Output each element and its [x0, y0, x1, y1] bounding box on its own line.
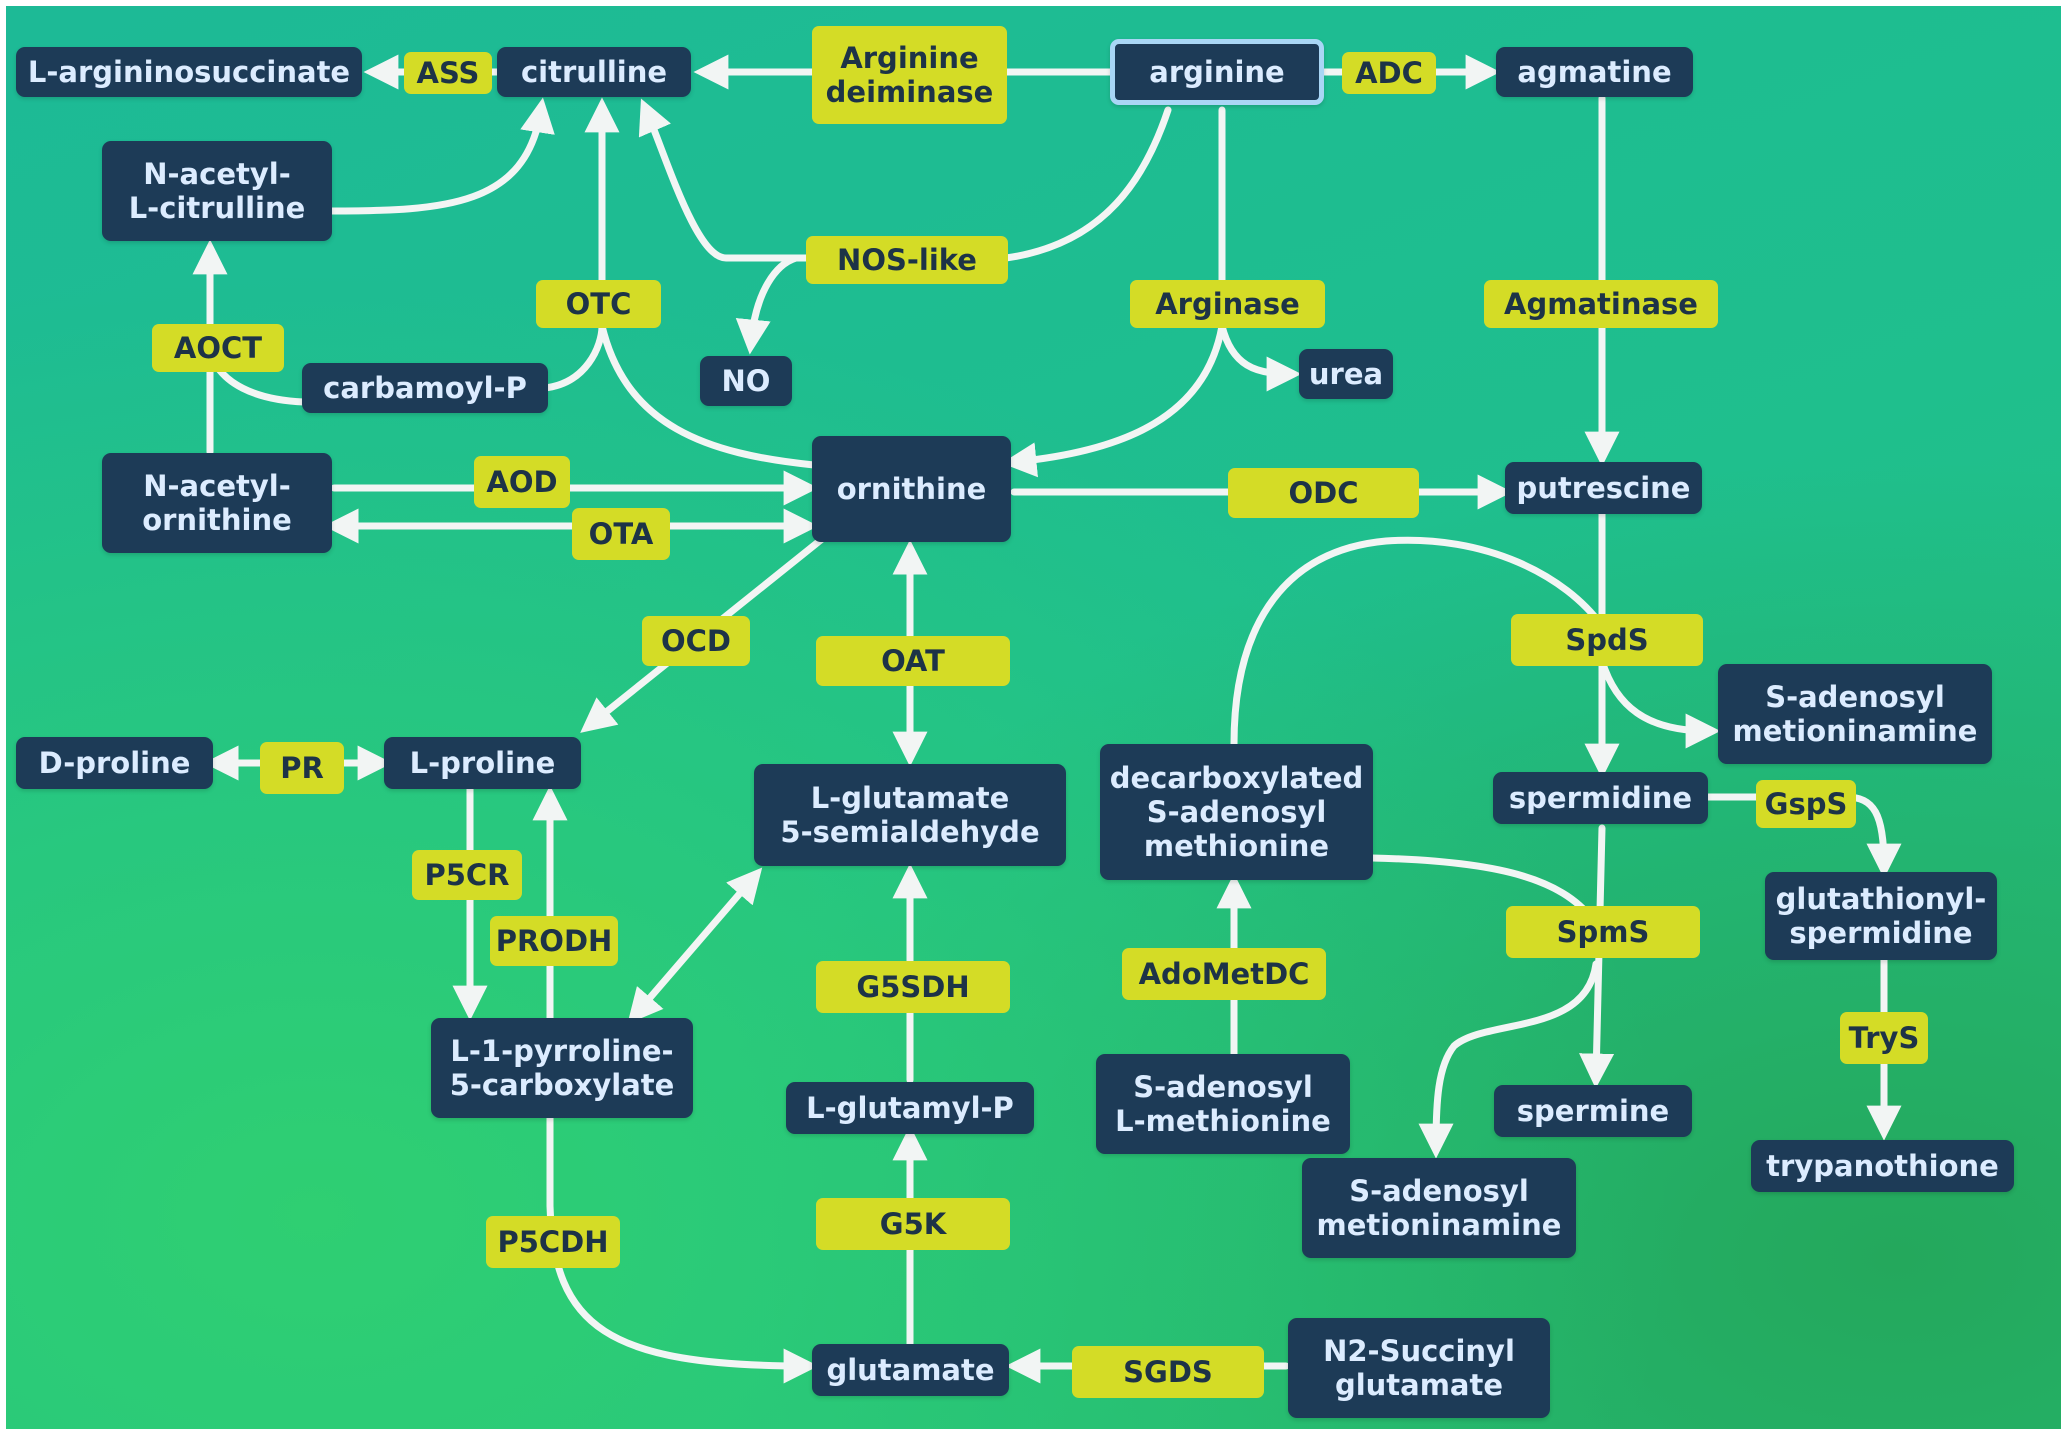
node-agmatine: agmatine: [1496, 47, 1693, 97]
node-glutathionyl-spermidine: glutathionyl- spermidine: [1765, 872, 1997, 960]
node-l-glutamate-semialdehyde: L-glutamate 5-semialdehyde: [754, 764, 1066, 866]
pathway-diagram: L-argininosuccinate citrulline arginine …: [6, 6, 2061, 1429]
node-s-adenosyl-metioninamine-upper: S-adenosyl metioninamine: [1718, 664, 1992, 764]
node-decarboxylated-s-adenosyl-methionine: decarboxylated S-adenosyl methionine: [1100, 744, 1373, 880]
node-ornithine: ornithine: [812, 436, 1011, 542]
enzyme-adc: ADC: [1342, 52, 1436, 94]
arrow-spms-to-metioninamine: [1418, 960, 1600, 1159]
node-d-proline: D-proline: [16, 737, 213, 789]
enzyme-arginine-deiminase: Arginine deiminase: [812, 26, 1007, 124]
arrow-ornithine-otc: [598, 322, 818, 469]
enzyme-spms: SpmS: [1506, 906, 1700, 958]
enzyme-gsps: GspS: [1756, 780, 1856, 828]
node-citrulline: citrulline: [497, 47, 691, 97]
enzyme-g5k: G5K: [816, 1198, 1010, 1250]
node-n-acetyl-l-citrulline: N-acetyl- L-citrulline: [102, 141, 332, 241]
node-l-glutamyl-p: L-glutamyl-P: [786, 1082, 1034, 1134]
enzyme-ass: ASS: [404, 52, 492, 94]
node-putrescine: putrescine: [1505, 462, 1702, 514]
enzyme-trys: TryS: [1840, 1012, 1928, 1064]
arrow-nos-like-to-citrulline: [638, 98, 810, 262]
enzyme-otc: OTC: [536, 280, 661, 328]
node-no: NO: [700, 356, 792, 406]
enzyme-sgds: SGDS: [1072, 1346, 1264, 1398]
node-spermidine: spermidine: [1493, 772, 1708, 824]
node-arginine: arginine: [1110, 39, 1324, 105]
enzyme-adometdc: AdoMetDC: [1122, 948, 1326, 1000]
node-trypanothione: trypanothione: [1751, 1140, 2014, 1192]
arrow-carbamoyl-p-otc: [540, 322, 606, 392]
node-carbamoyl-p: carbamoyl-P: [302, 363, 548, 413]
enzyme-g5sdh: G5SDH: [816, 961, 1010, 1013]
node-l-proline: L-proline: [384, 737, 581, 789]
node-s-adenosyl-l-methionine: S-adenosyl L-methionine: [1096, 1054, 1350, 1154]
enzyme-p5cdh: P5CDH: [486, 1216, 620, 1268]
arrow-p5c-semialdehyde: [627, 867, 763, 1024]
node-n-acetyl-ornithine: N-acetyl- ornithine: [102, 453, 332, 553]
enzyme-ota: OTA: [572, 508, 670, 560]
arrow-arginase-to-urea: [1218, 322, 1302, 392]
arrow-nos-like-to-no: [735, 254, 810, 355]
arrow-n-acetyl-citrulline-to-citrulline: [326, 97, 555, 215]
enzyme-aoct: AOCT: [152, 324, 284, 372]
enzyme-oat: OAT: [816, 636, 1010, 686]
enzyme-pr: PR: [260, 742, 344, 794]
enzyme-spds: SpdS: [1511, 614, 1703, 666]
enzyme-aod: AOD: [474, 456, 570, 508]
enzyme-p5cr: P5CR: [412, 850, 522, 900]
node-urea: urea: [1299, 349, 1393, 399]
node-spermine: spermine: [1494, 1085, 1692, 1137]
arrow-arginase-to-ornithine: [1001, 322, 1226, 478]
arrow-dcsam-spds: [1230, 536, 1606, 748]
enzyme-prodh: PRODH: [490, 916, 618, 966]
arrow-spds-to-metioninamine: [1598, 657, 1721, 749]
node-glutamate: glutamate: [812, 1344, 1009, 1396]
enzyme-nos-like: NOS-like: [806, 236, 1008, 284]
node-l-1-pyrroline-5-carboxylate: L-1-pyrroline- 5-carboxylate: [431, 1018, 693, 1118]
enzyme-odc: ODC: [1228, 468, 1419, 518]
node-s-adenosyl-metioninamine-lower: S-adenosyl metioninamine: [1302, 1158, 1576, 1258]
enzyme-agmatinase: Agmatinase: [1484, 280, 1718, 328]
node-l-argininosuccinate: L-argininosuccinate: [16, 47, 362, 97]
enzyme-arginase: Arginase: [1130, 280, 1325, 328]
node-n2-succinyl-glutamate: N2-Succinyl glutamate: [1288, 1318, 1550, 1418]
enzyme-ocd: OCD: [642, 616, 750, 666]
arrow-arginine-nos-like: [802, 106, 1172, 262]
